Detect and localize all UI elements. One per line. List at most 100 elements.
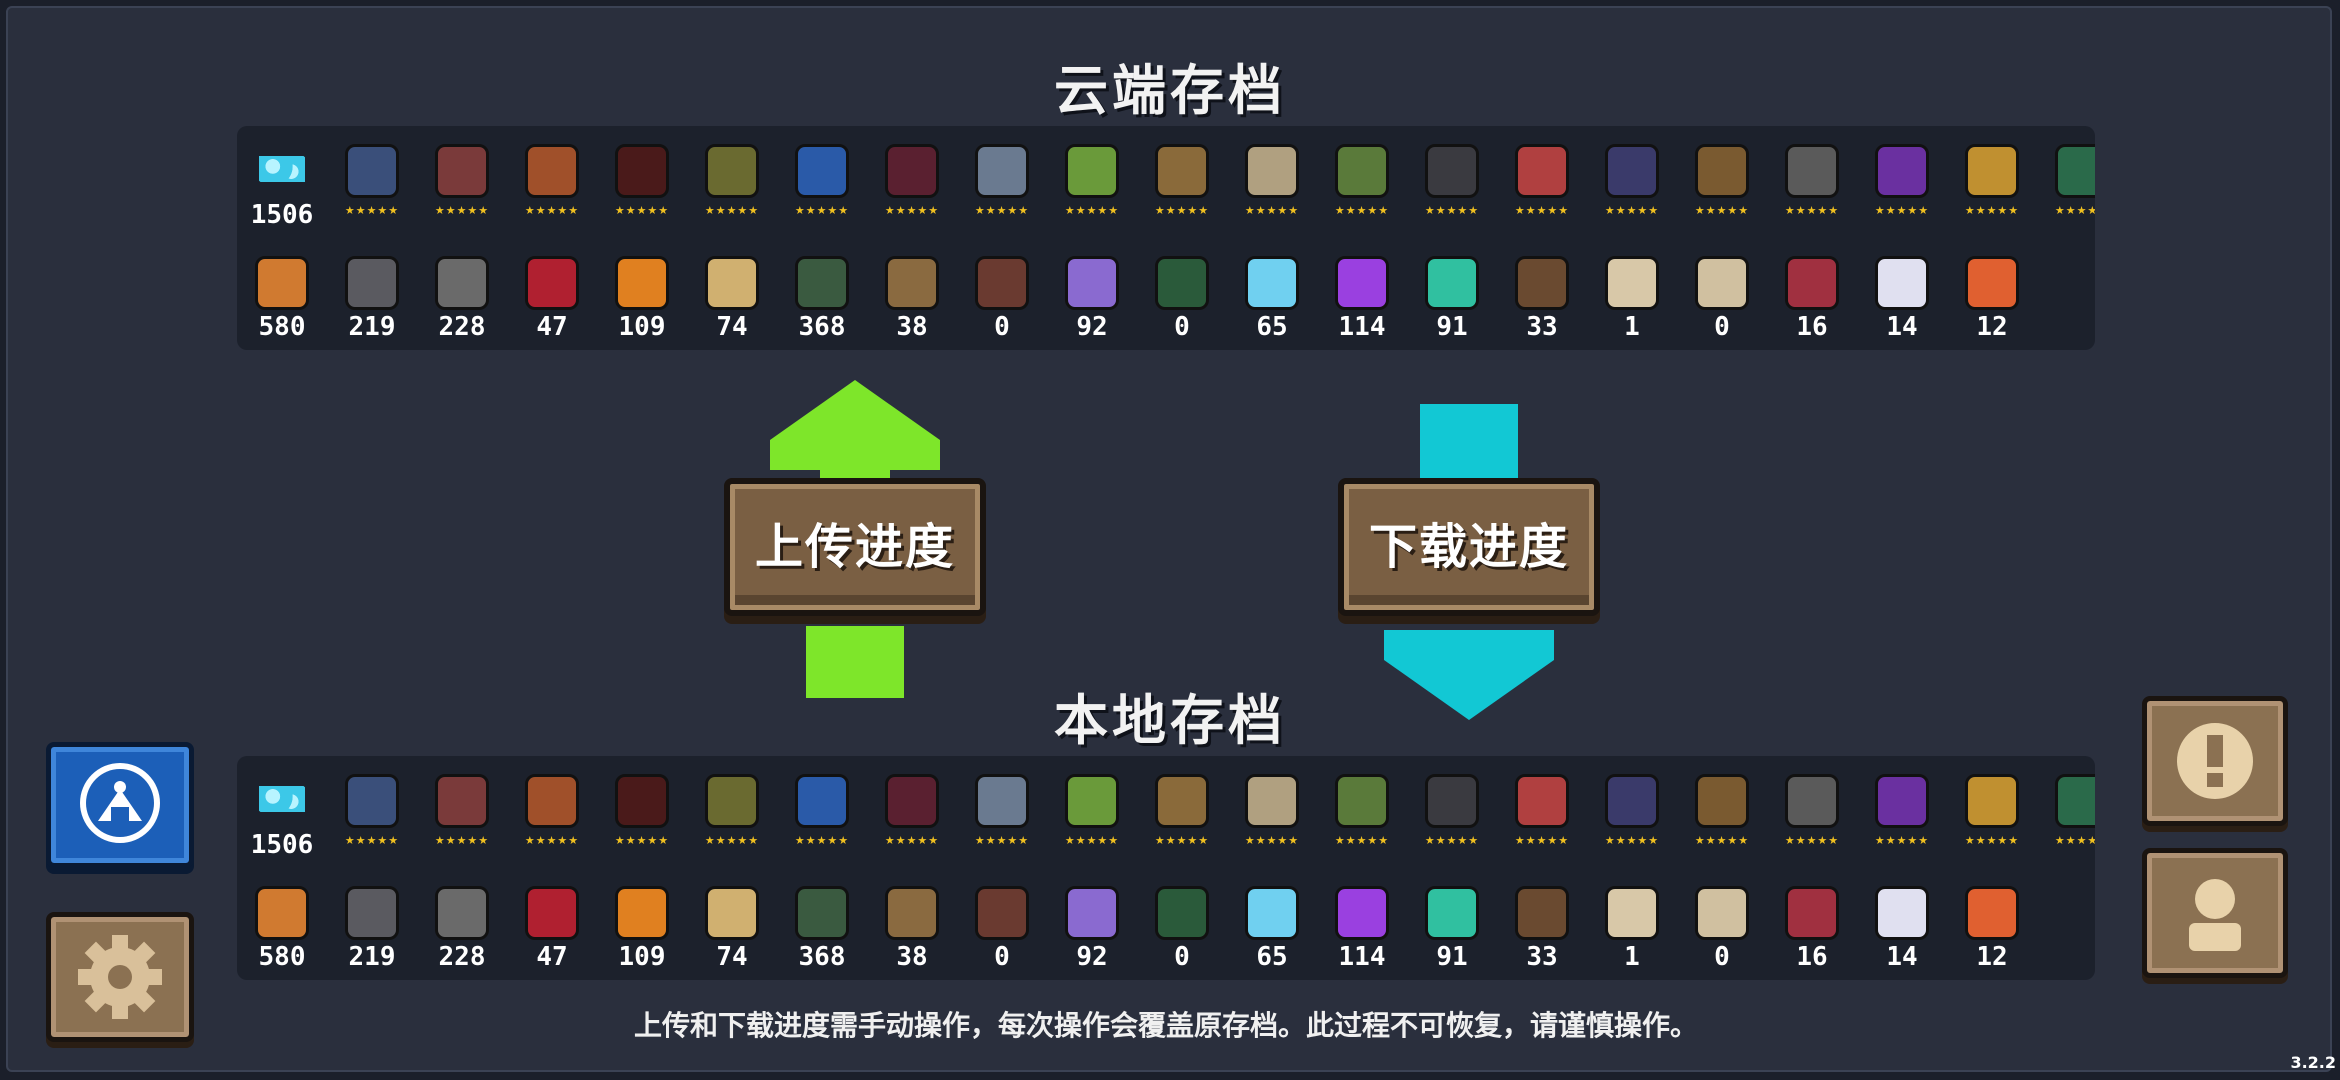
material-slot: 109 [597, 868, 687, 980]
material-count: 14 [1886, 942, 1918, 972]
download-progress-button[interactable]: 下载进度 [1338, 478, 1600, 616]
material-count: 219 [348, 312, 396, 342]
star-rating: ★★★★★ [1064, 834, 1120, 847]
material-slot: 228 [417, 238, 507, 350]
knight-icon [345, 774, 399, 828]
card-icon [1965, 886, 2019, 940]
star-rating: ★★★★★ [2054, 834, 2095, 847]
material-slot: 219 [327, 868, 417, 980]
material-count: 368 [798, 312, 846, 342]
material-count: 219 [348, 942, 396, 972]
material-count: 114 [1338, 942, 1386, 972]
purple-crystal-icon [1065, 256, 1119, 310]
profile-button[interactable] [2142, 848, 2288, 978]
gear-part-icon [435, 256, 489, 310]
character-slot: ★★★★★ [1497, 126, 1587, 238]
character-slot: ★★★★★ [1857, 126, 1947, 238]
engineer-icon [705, 774, 759, 828]
feather-pile-icon [885, 886, 939, 940]
local-save-title: 本地存档 [1054, 689, 1286, 752]
gear-part-icon [435, 886, 489, 940]
character-slot: ★★★★★ [597, 126, 687, 238]
engineer-icon [705, 144, 759, 198]
material-slot: 47 [507, 238, 597, 350]
red-leaf-icon [525, 256, 579, 310]
material-count: 12 [1976, 942, 2008, 972]
upload-progress-button[interactable]: 上传进度 [724, 478, 986, 616]
material-count: 0 [1174, 942, 1190, 972]
star-rating: ★★★★★ [884, 834, 940, 847]
gem-counter: 1506 [237, 756, 327, 868]
feather-pile-icon [885, 256, 939, 310]
star-rating: ★★★★★ [524, 204, 580, 217]
material-count: 580 [258, 312, 306, 342]
character-slot: ★★★★★ [957, 756, 1047, 868]
material-count: 74 [716, 312, 748, 342]
material-slot: 65 [1227, 238, 1317, 350]
material-count: 109 [618, 312, 666, 342]
wizard-icon [525, 774, 579, 828]
star-rating: ★★★★★ [1154, 834, 1210, 847]
bard-icon [1965, 144, 2019, 198]
werewolf-icon [1155, 774, 1209, 828]
material-count: 92 [1076, 942, 1108, 972]
violet-crystal-icon [1335, 886, 1389, 940]
material-slot: 580 [237, 238, 327, 350]
character-slot: ★★★★★ [1587, 756, 1677, 868]
alert-button[interactable] [2142, 696, 2288, 826]
character-slot: ★★★★★ [1947, 756, 2037, 868]
character-slot: ★★★★★ [507, 126, 597, 238]
gem-icon [259, 786, 305, 812]
character-slot: ★★★★★ [1137, 126, 1227, 238]
star-rating: ★★★★★ [1244, 834, 1300, 847]
card-icon [1965, 256, 2019, 310]
device-icon [975, 256, 1029, 310]
elf-icon [1065, 144, 1119, 198]
star-rating: ★★★★★ [1154, 204, 1210, 217]
material-count: 74 [716, 942, 748, 972]
vampire-icon [885, 144, 939, 198]
assassin-icon [615, 774, 669, 828]
material-slot: 1 [1587, 238, 1677, 350]
material-slot: 91 [1407, 868, 1497, 980]
star-rating: ★★★★★ [1064, 204, 1120, 217]
character-slot: ★★★★★ [1047, 756, 1137, 868]
material-slot: 74 [687, 238, 777, 350]
material-count: 12 [1976, 312, 2008, 342]
terminal-icon [1155, 256, 1209, 310]
fire-leaf-icon [615, 886, 669, 940]
settings-button[interactable] [46, 912, 194, 1042]
star-rating: ★★★★★ [1424, 834, 1480, 847]
star-rating: ★★★★★ [1424, 204, 1480, 217]
star-rating: ★★★★★ [344, 834, 400, 847]
taoist-icon [1515, 774, 1569, 828]
star-rating: ★★★★★ [704, 204, 760, 217]
star-rating: ★★★★★ [434, 204, 490, 217]
material-count: 33 [1526, 942, 1558, 972]
star-rating: ★★★★★ [1784, 834, 1840, 847]
star-rating: ★★★★★ [2054, 204, 2095, 217]
character-slot: ★★★★★ [2037, 756, 2095, 868]
gem-icon [259, 156, 305, 182]
material-count: 65 [1256, 312, 1288, 342]
material-slot: 14 [1857, 868, 1947, 980]
material-slot: 12 [1947, 238, 2037, 350]
iron-icon [345, 886, 399, 940]
star-rating: ★★★★★ [1694, 834, 1750, 847]
download-arrow-icon [1384, 404, 1554, 720]
teal-crystal-icon [1425, 886, 1479, 940]
material-slot: 219 [327, 238, 417, 350]
wizard-icon [525, 144, 579, 198]
material-count: 0 [1174, 312, 1190, 342]
account-button[interactable] [46, 742, 194, 868]
star-rating: ★★★★★ [974, 204, 1030, 217]
material-count: 109 [618, 942, 666, 972]
star-rating: ★★★★★ [614, 204, 670, 217]
scroll-icon [1695, 886, 1749, 940]
battery-icon [795, 256, 849, 310]
material-count: 368 [798, 942, 846, 972]
character-slot: ★★★★★ [1317, 126, 1407, 238]
character-slot: ★★★★★ [1587, 126, 1677, 238]
character-slot: ★★★★★ [1767, 756, 1857, 868]
